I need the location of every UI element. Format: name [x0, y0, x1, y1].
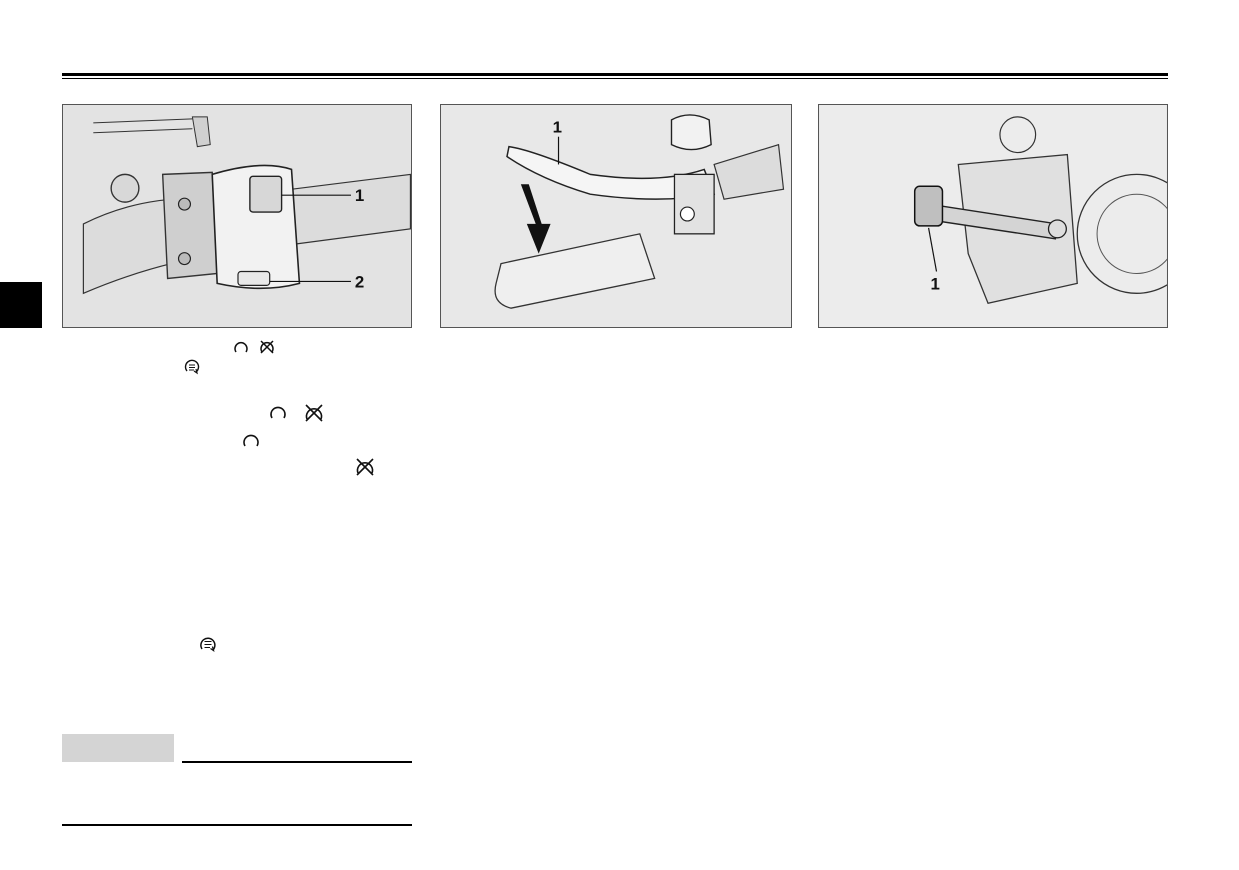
engine-stop-icon — [354, 456, 376, 478]
chapter-tab — [0, 282, 42, 328]
shift-pedal-figure: 1 — [818, 104, 1168, 328]
engine-run-icon — [232, 338, 250, 356]
callout-2: 2 — [355, 272, 364, 291]
engine-run-icon — [241, 430, 261, 450]
callout-1: 1 — [553, 118, 562, 137]
note-heading-box — [62, 734, 174, 762]
start-switch-icon — [198, 634, 218, 654]
note-rule — [182, 761, 412, 763]
callout-1: 1 — [931, 274, 940, 293]
clutch-lever-figure: 1 — [440, 104, 792, 328]
note-end-rule — [62, 824, 412, 826]
engine-run-icon — [268, 402, 288, 422]
handlebar-switch-illustration: 1 2 — [63, 105, 411, 327]
header-rule-bottom — [62, 78, 1168, 79]
engine-stop-icon — [303, 402, 325, 424]
start-switch-icon — [183, 358, 201, 376]
clutch-lever-illustration: 1 — [441, 105, 791, 327]
shift-pedal-illustration: 1 — [819, 105, 1167, 327]
callout-1: 1 — [355, 186, 364, 205]
engine-stop-icon — [258, 338, 276, 356]
handlebar-switch-figure: 1 2 — [62, 104, 412, 328]
header-rule-top — [62, 73, 1168, 76]
